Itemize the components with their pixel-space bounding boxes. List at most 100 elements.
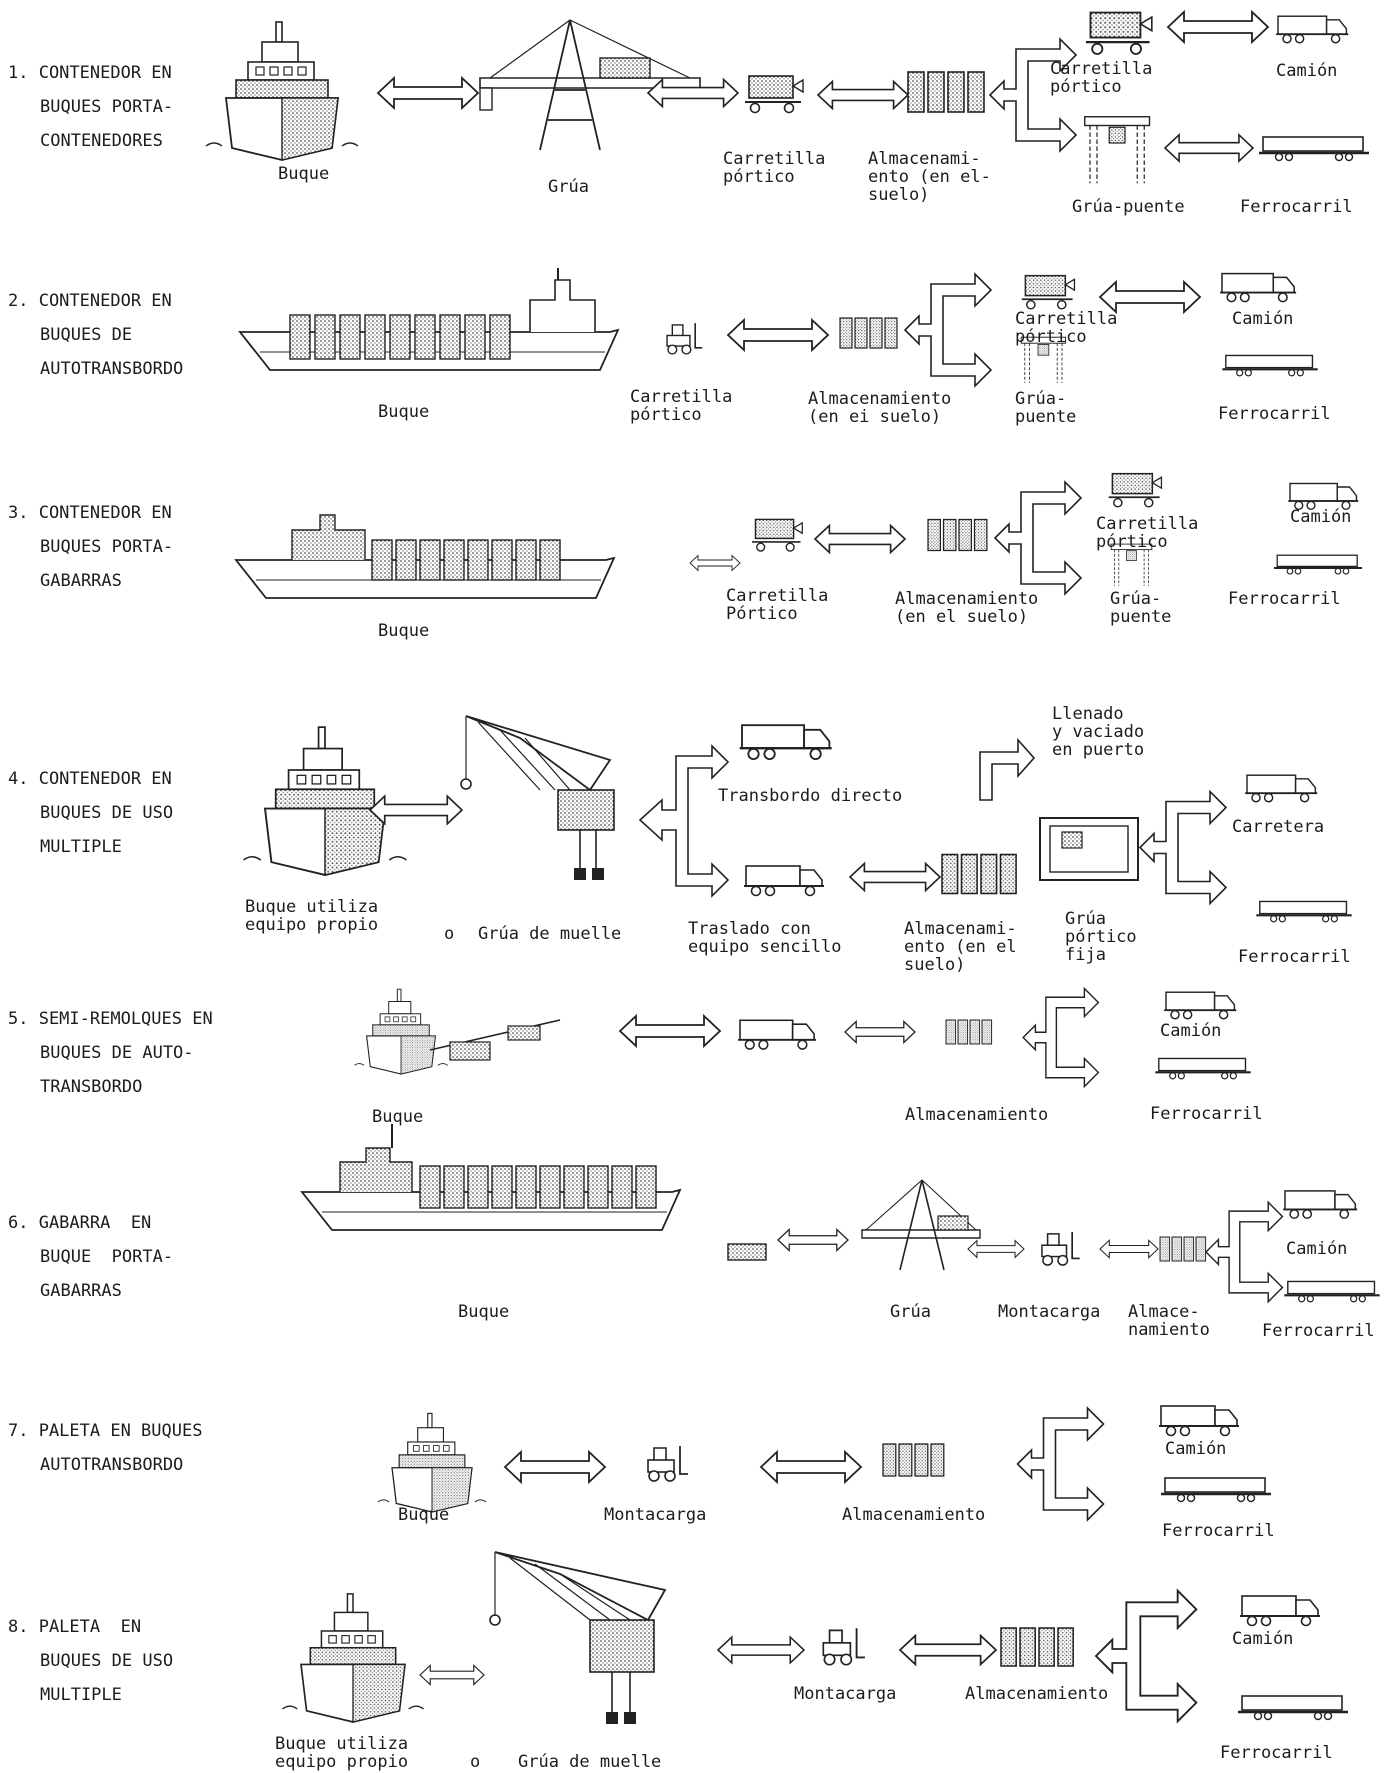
row-1-bridge-label: Grúa-puente xyxy=(1072,198,1185,216)
storage-stack-icon xyxy=(928,520,987,551)
row-3-title-line-3: GABARRAS xyxy=(40,570,122,592)
row-8-title-line-1: 8. PALETA EN xyxy=(8,1616,141,1638)
row-1-title-line-3: CONTENEDORES xyxy=(40,130,163,152)
row-8-title-line-2: BUQUES DE USO xyxy=(40,1650,173,1672)
row-4-direct-label: Transbordo directo xyxy=(718,787,902,805)
row-8-crane-label: Grúa de muelle xyxy=(518,1753,661,1771)
row-5-title-line-2: BUQUES DE AUTO- xyxy=(40,1042,194,1064)
truck-icon xyxy=(1245,775,1317,802)
row-4-fill-label: Llenado y vaciado en puerto xyxy=(1052,705,1144,759)
row-4-ship-label: Buque utiliza equipo propio xyxy=(245,898,378,934)
branch-arrow-icon xyxy=(1096,1591,1196,1722)
row-6-forklift-label: Montacarga xyxy=(998,1303,1100,1321)
truck-icon xyxy=(1240,1596,1320,1626)
row-6-graphics xyxy=(302,1124,1380,1302)
rail-wagon-icon xyxy=(1238,1696,1348,1720)
row-3-title-line-2: BUQUES PORTA- xyxy=(40,536,173,558)
branch-arrow-icon xyxy=(640,746,728,896)
row-1-rail-label: Ferrocarril xyxy=(1240,198,1353,216)
row-7-forklift-label: Montacarga xyxy=(604,1506,706,1524)
row-3-truck-label: Camión xyxy=(1290,508,1351,526)
truck-icon xyxy=(1159,1406,1239,1436)
row-8-truck-label: Camión xyxy=(1232,1630,1293,1648)
row-2-title-line-3: AUTOTRANSBORDO xyxy=(40,358,183,380)
row-7-storage-label: Almacenamiento xyxy=(842,1506,985,1524)
row-7-title-line-2: AUTOTRANSBORDO xyxy=(40,1454,183,1476)
row-6-title-line-1: 6. GABARRA EN xyxy=(8,1212,151,1234)
forklift-icon xyxy=(823,1628,865,1664)
crane-icon xyxy=(480,20,700,150)
row-3-storage-label: Almacenamiento (en el suelo) xyxy=(895,590,1038,626)
branch-arrow-icon xyxy=(905,274,991,386)
storage-stack-icon xyxy=(946,1020,992,1044)
fill-arrow-icon xyxy=(980,740,1034,800)
double-arrow-icon xyxy=(1168,12,1268,42)
row-3-straddle-label: Carretilla Pórtico xyxy=(726,587,828,623)
row-2-straddle2-label: Carretilla pórtico xyxy=(1015,310,1117,346)
row-4-gantry-label: Grúa pórtico fija xyxy=(1065,910,1137,964)
row-4-title-line-3: MULTIPLE xyxy=(40,836,122,858)
double-arrow-icon xyxy=(505,1452,605,1482)
row-1-title-line-2: BUQUES PORTA- xyxy=(40,96,173,118)
row-6-storage-label: Almace- namiento xyxy=(1128,1303,1210,1339)
double-arrow-icon xyxy=(850,864,940,891)
branch-arrow-icon xyxy=(1206,1202,1282,1302)
storage-stack-icon xyxy=(840,318,897,348)
double-arrow-icon xyxy=(815,526,905,553)
row-7-graphics xyxy=(378,1406,1271,1520)
truck-icon xyxy=(1164,992,1236,1019)
quay-crane-icon xyxy=(461,716,614,880)
ship-front-icon xyxy=(354,989,447,1074)
row-2-graphics xyxy=(240,268,1318,386)
straddle-carrier-icon xyxy=(752,519,802,551)
straddle-carrier-icon xyxy=(1022,276,1075,309)
rail-wagon-icon xyxy=(1284,1281,1379,1301)
row-6-rail-label: Ferrocarril xyxy=(1262,1322,1375,1340)
ship-side-icon xyxy=(302,1124,680,1230)
straddle-carrier-icon xyxy=(667,323,702,354)
bridge-crane-icon xyxy=(1085,117,1150,184)
truck-icon xyxy=(740,725,832,759)
row-2-bridge-label: Grúa- puente xyxy=(1015,390,1076,426)
row-5-title-line-3: TRANSBORDO xyxy=(40,1076,142,1098)
row-6-truck-label: Camión xyxy=(1286,1240,1347,1258)
row-3-rail-label: Ferrocarril xyxy=(1228,590,1341,608)
row-4-or-label: o xyxy=(444,925,454,943)
row-5-graphics xyxy=(354,989,1250,1087)
row-3-ship-label: Buque xyxy=(378,622,429,640)
storage-stack-icon xyxy=(883,1444,944,1476)
row-3-bridge-label: Grúa- puente xyxy=(1110,590,1171,626)
storage-stack-icon xyxy=(942,855,1016,894)
double-arrow-icon xyxy=(620,1016,720,1046)
barge-icon xyxy=(728,1244,766,1260)
double-arrow-icon xyxy=(968,1241,1024,1258)
row-7-title-line-1: 7. PALETA EN BUQUES xyxy=(8,1420,202,1442)
truck-icon xyxy=(744,866,824,896)
row-1-straddle2-label: Carretilla pórtico xyxy=(1050,60,1152,96)
row-3-title-line-1: 3. CONTENEDOR EN xyxy=(8,502,172,524)
row-5-rail-label: Ferrocarril xyxy=(1150,1105,1263,1123)
row-4-title-line-2: BUQUES DE USO xyxy=(40,802,173,824)
ship-front-icon xyxy=(206,22,358,160)
row-5-truck-label: Camión xyxy=(1160,1022,1221,1040)
row-8-title-line-3: MULTIPLE xyxy=(40,1684,122,1706)
storage-stack-icon xyxy=(908,72,984,112)
row-1-storage-label: Almacenami- ento (en el- suelo) xyxy=(868,150,991,204)
row-4-title-line-1: 4. CONTENEDOR EN xyxy=(8,768,172,790)
storage-stack-icon xyxy=(1160,1237,1206,1261)
row-1-ship-label: Buque xyxy=(278,165,329,183)
row-6-ship-label: Buque xyxy=(458,1303,509,1321)
row-2-truck-label: Camión xyxy=(1232,310,1293,328)
straddle-carrier-icon xyxy=(1086,13,1152,54)
row-7-rail-label: Ferrocarril xyxy=(1162,1522,1275,1540)
rail-wagon-icon xyxy=(1161,1478,1271,1502)
ship-side-icon xyxy=(236,515,614,598)
double-arrow-icon xyxy=(728,320,828,350)
double-arrow-icon xyxy=(761,1452,861,1482)
row-4-storage-label: Almacenami- ento (en el suelo) xyxy=(904,920,1017,974)
row-6-crane-label: Grúa xyxy=(890,1303,931,1321)
forklift-icon xyxy=(1042,1232,1080,1265)
row-6-title-line-2: BUQUE PORTA- xyxy=(40,1246,173,1268)
truck-icon xyxy=(738,1020,816,1049)
row-8-rail-label: Ferrocarril xyxy=(1220,1744,1333,1762)
